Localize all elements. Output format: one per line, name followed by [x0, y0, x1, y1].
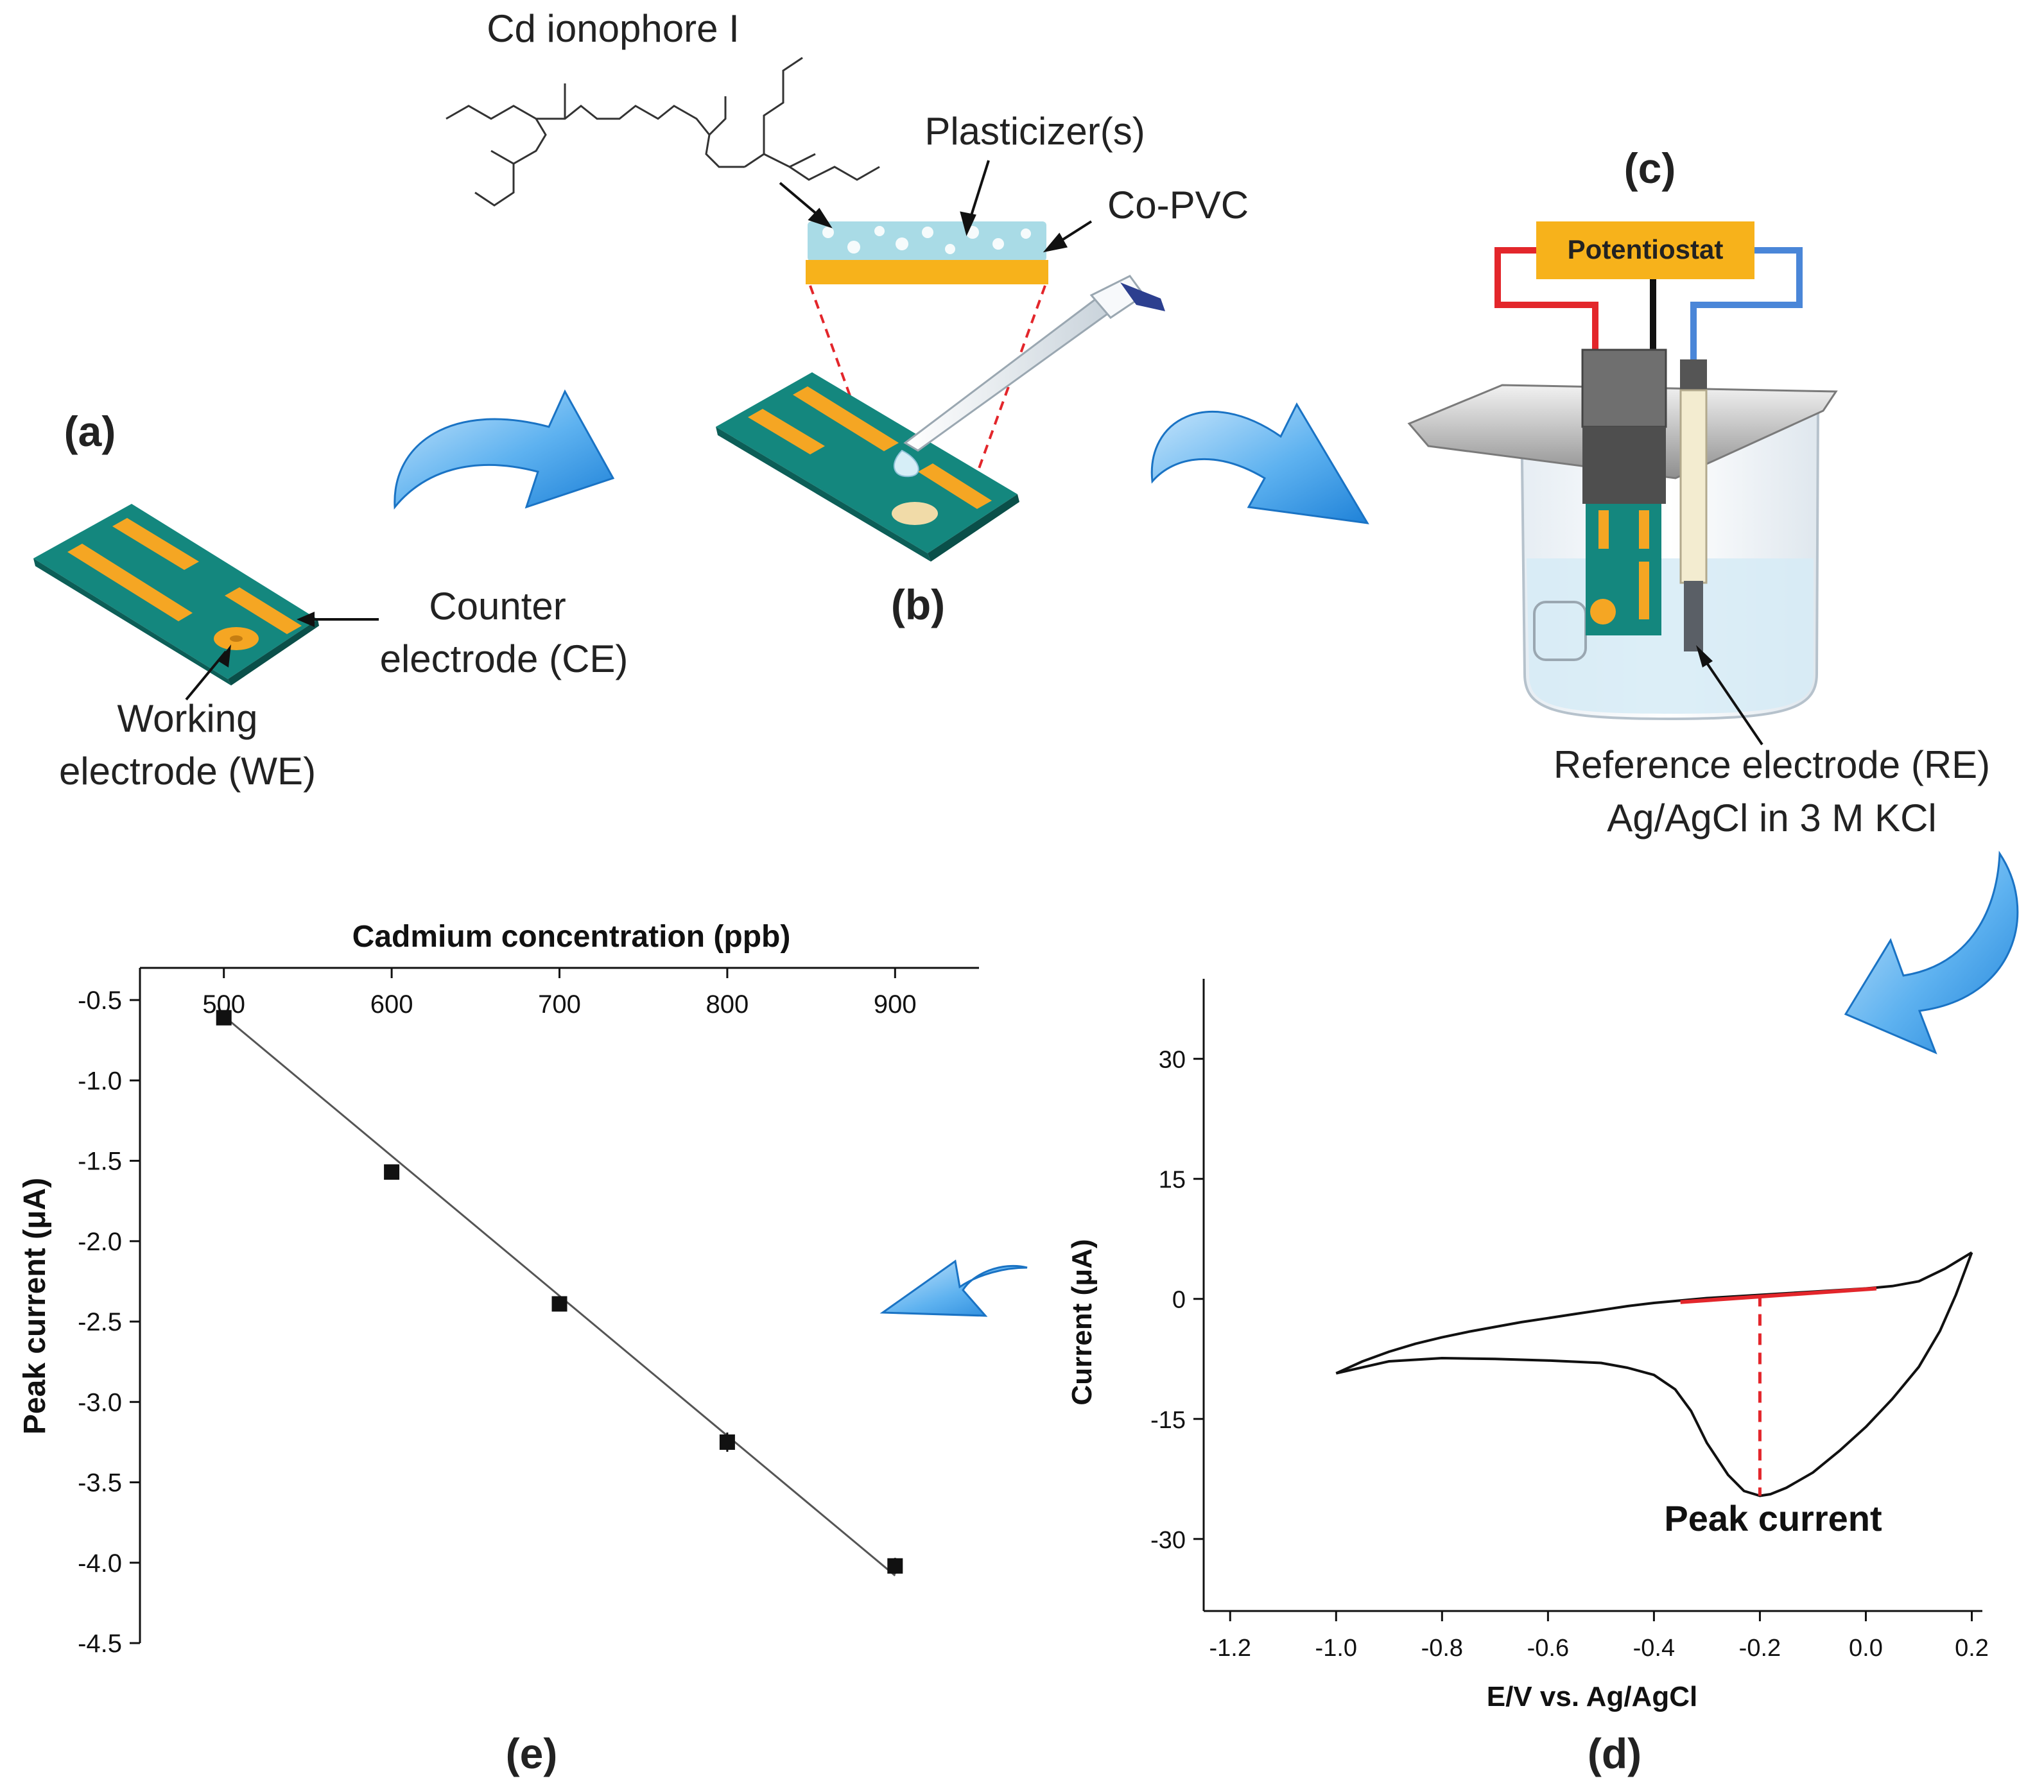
- voltammogram-chart: E/V vs. Ag/AgCl Current (μA) -1.2 -1.0 -0.…: [1066, 979, 1989, 1777]
- voltammogram-x-tick-label: -0.2: [1739, 1635, 1781, 1662]
- drop-cast-membrane-spot: [892, 502, 938, 525]
- calibration-data-point: [551, 1296, 567, 1312]
- voltammogram-y-tick-label: -15: [1150, 1407, 1186, 1434]
- voltammogram-x-tick-label: -0.4: [1633, 1635, 1675, 1662]
- voltammogram-y-tick-label: 15: [1159, 1167, 1186, 1194]
- potentiostat-label: Potentiostat: [1568, 234, 1724, 264]
- strip-track-2: [112, 518, 199, 570]
- wires: [1494, 247, 1803, 363]
- wire-red: [1494, 247, 1598, 356]
- panel-b: Cd ionophore I Plasticizer(s) Co-PVC: [446, 7, 1249, 628]
- electrode-strip-b: [716, 372, 1019, 562]
- membrane-layer: [806, 221, 1048, 284]
- copvc-label: Co-PVC: [1107, 184, 1249, 227]
- calibration-chart: Cadmium concentration (ppb) Peak current…: [18, 920, 979, 1777]
- panel-a: (a) Counter electrode (CE) Working elect…: [33, 408, 628, 793]
- voltammogram-plot-area: [1335, 1251, 1973, 1497]
- panel-label-e: (e): [506, 1730, 558, 1777]
- calibration-x-tick-label: 600: [370, 990, 413, 1019]
- voltammogram-y-tick-label: 30: [1159, 1047, 1186, 1074]
- calibration-y-tick-label: -4.0: [78, 1549, 122, 1578]
- strip-track-3: [225, 587, 302, 634]
- voltammogram-x-ticks: -1.2 -1.0 -0.8 -0.6 -0.4 -0.2 0.0 0.2: [1209, 1611, 1989, 1662]
- calibration-data-point: [719, 1434, 735, 1450]
- reference-electrode-pointer: [1696, 645, 1763, 746]
- screen-printed-electrode-c: [1586, 504, 1661, 635]
- calibration-y-tick-label: -2.0: [78, 1228, 122, 1256]
- calibration-y-ticks: -0.5 -1.0 -1.5 -2.0 -2.5 -3.0 -3.5 -4.0 -4.5: [78, 986, 140, 1658]
- strip-b-track-2: [793, 386, 899, 451]
- voltammogram-y-tick-label: -30: [1150, 1527, 1186, 1554]
- voltammogram-trace-2: [1335, 1252, 1973, 1497]
- counter-electrode-label-2: electrode (CE): [380, 637, 628, 680]
- calibration-plot-area: [216, 1010, 903, 1576]
- calibration-x-tick-label: 800: [706, 990, 749, 1019]
- calibration-y-tick-label: -0.5: [78, 986, 122, 1015]
- calibration-x-tick-label: 700: [538, 990, 581, 1019]
- calibration-data-point: [384, 1164, 400, 1180]
- electrode-strip-a: [33, 504, 319, 685]
- voltammogram-x-tick-label: -1.0: [1315, 1635, 1357, 1662]
- flow-arrow-a-to-b: [394, 389, 615, 510]
- calibration-y-tick-label: -1.0: [78, 1067, 122, 1095]
- calibration-y-tick-label: -3.0: [78, 1388, 122, 1417]
- electrode-holder: [1581, 349, 1667, 504]
- working-electrode-label-1: Working: [117, 697, 258, 740]
- working-electrode-pointer: [185, 644, 231, 701]
- calibration-fit-line: [223, 1015, 896, 1576]
- voltammogram-y-tick-label: 0: [1172, 1287, 1186, 1314]
- calibration-y-tick-label: -1.5: [78, 1148, 122, 1176]
- electrode-substrate-layer: [806, 260, 1048, 284]
- voltammogram-x-tick-label: 0.0: [1849, 1635, 1883, 1662]
- membrane-pointers: [779, 160, 1093, 253]
- counter-electrode-pointer: [297, 612, 379, 627]
- wire-blue: [1690, 247, 1803, 363]
- reference-electrode-label-2: Ag/AgCl in 3 M KCl: [1607, 797, 1937, 840]
- voltammogram-y-axis-title: Current (μA): [1066, 1239, 1098, 1405]
- voltammogram-x-tick-label: -0.6: [1527, 1635, 1569, 1662]
- ionophore-structure: [446, 56, 880, 207]
- droplet-icon: [893, 449, 919, 478]
- potentiostat-box: [1536, 221, 1754, 279]
- working-electrode-label-2: electrode (WE): [59, 750, 316, 793]
- peak-baseline: [1680, 1286, 1877, 1304]
- strip-track-1: [67, 544, 193, 621]
- pipette-icon: [893, 275, 1165, 478]
- voltammogram-y-ticks: 30 15 0 -15 -30: [1150, 1047, 1204, 1554]
- voltammogram-x-axis-title: E/V vs. Ag/AgCl: [1487, 1681, 1697, 1712]
- voltammogram-trace-1: [1335, 1251, 1973, 1375]
- panel-label-c: (c): [1624, 144, 1676, 192]
- calibration-x-axis-title: Cadmium concentration (ppb): [352, 920, 791, 954]
- strip-b-track-3: [918, 463, 992, 509]
- flow-arrow-b-to-c: [1150, 402, 1369, 524]
- panel-label-a: (a): [64, 408, 116, 455]
- plasticizer-label: Plasticizer(s): [924, 110, 1145, 153]
- calibration-data-point: [887, 1558, 903, 1574]
- calibration-data-point: [216, 1010, 232, 1026]
- panel-label-b: (b): [891, 581, 945, 628]
- counter-electrode-label-1: Counter: [429, 585, 566, 628]
- voltammogram-x-tick-label: 0.2: [1955, 1635, 1989, 1662]
- peak-current-label: Peak current: [1664, 1498, 1882, 1538]
- flow-arrow-d-to-e: [879, 1259, 1028, 1317]
- calibration-y-axis-title: Peak current (μA): [18, 1178, 52, 1434]
- reference-electrode-label-1: Reference electrode (RE): [1554, 743, 1990, 786]
- calibration-y-tick-label: -3.5: [78, 1469, 122, 1497]
- calibration-x-tick-label: 900: [874, 990, 917, 1019]
- voltammogram-x-tick-label: -0.8: [1421, 1635, 1463, 1662]
- calibration-y-tick-label: -2.5: [78, 1308, 122, 1336]
- electrolyte-solution: [1527, 558, 1814, 714]
- flow-arrow-c-to-d: [1844, 850, 2019, 1055]
- membrane-coating: [808, 221, 1046, 261]
- panel-c: (c) Potentiostat: [1407, 144, 1990, 840]
- reference-electrode-icon: [1679, 359, 1708, 651]
- panel-label-d: (d): [1588, 1730, 1641, 1777]
- calibration-y-tick-label: -4.5: [78, 1630, 122, 1658]
- ionophore-label: Cd ionophore I: [487, 7, 740, 50]
- strip-b-track-1: [748, 409, 825, 454]
- voltammogram-x-tick-label: -1.2: [1209, 1635, 1251, 1662]
